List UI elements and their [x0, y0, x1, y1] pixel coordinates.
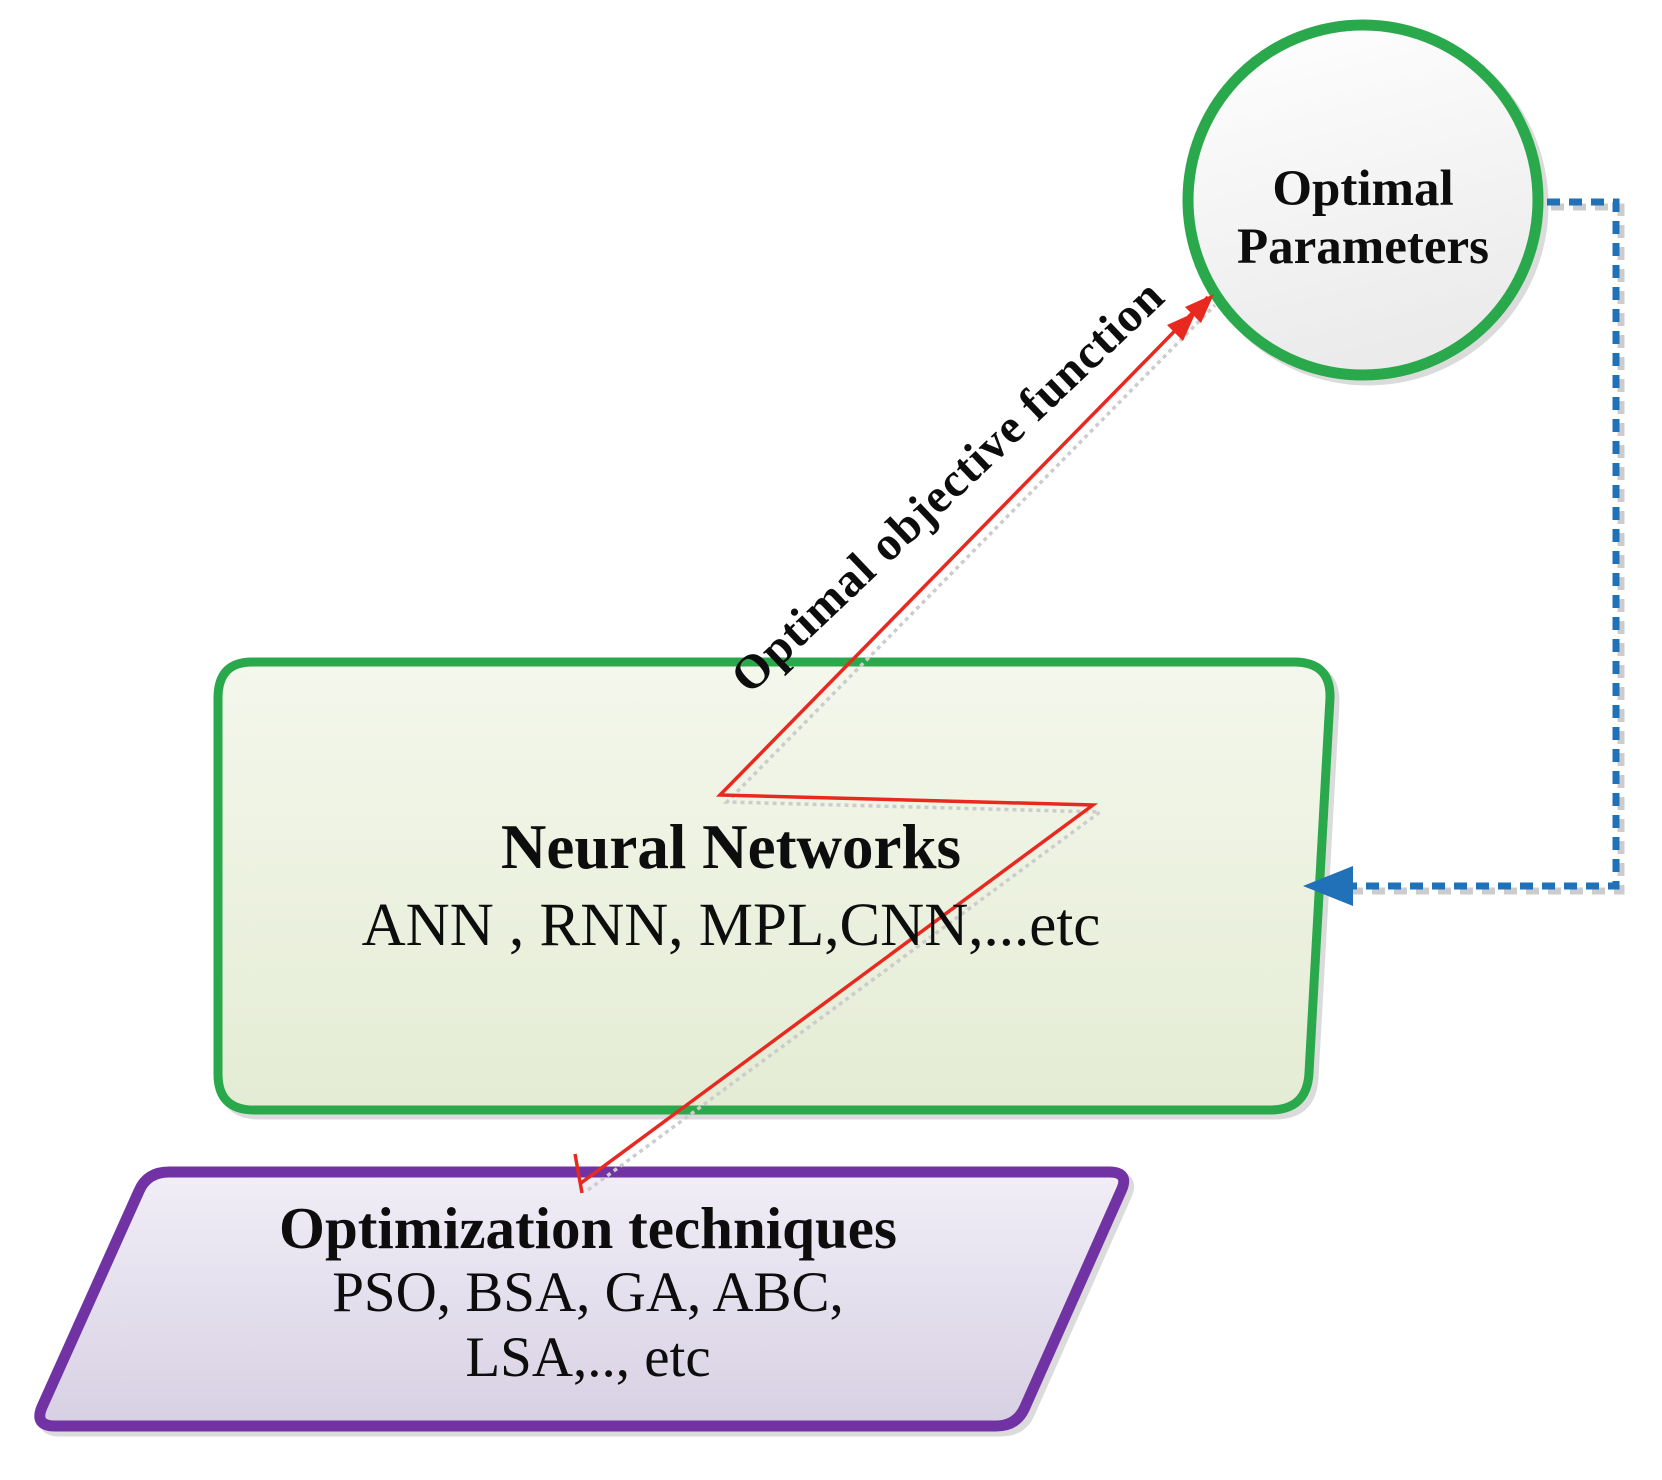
objective-arrowhead-inner	[1167, 312, 1196, 341]
optimization-line3: LSA,.., etc	[465, 1326, 711, 1389]
optimization-parallelogram	[34, 1166, 1130, 1432]
neural-networks-label: Neural Networks ANN , RNN, MPL,CNN,...et…	[231, 808, 1231, 966]
optimal-parameters-line2: Parameters	[1236, 219, 1489, 275]
optimal-parameters-line1: Optimal	[1272, 161, 1454, 217]
neural-networks-box	[213, 657, 1335, 1115]
optimal-parameters-circle	[1182, 19, 1544, 381]
objective-arrow-end-tick	[573, 1153, 584, 1194]
feedback-arrowhead	[1303, 866, 1353, 906]
optimization-title: Optimization techniques	[279, 1195, 897, 1261]
feedback-dashed-arrow	[1324, 198, 1620, 890]
neural-networks-title: Neural Networks	[500, 812, 962, 882]
optimal-parameters-label: Optimal Parameters	[1163, 160, 1563, 276]
feedback-arrow-shadow	[1328, 203, 1625, 895]
optimization-label: Optimization techniques PSO, BSA, GA, AB…	[138, 1196, 1038, 1390]
optimization-line2: PSO, BSA, GA, ABC,	[332, 1261, 844, 1324]
objective-arrowhead-outer	[1185, 294, 1214, 323]
objective-function-arrow	[579, 295, 1210, 1185]
neural-networks-models: ANN , RNN, MPL,CNN,...etc	[361, 892, 1101, 959]
